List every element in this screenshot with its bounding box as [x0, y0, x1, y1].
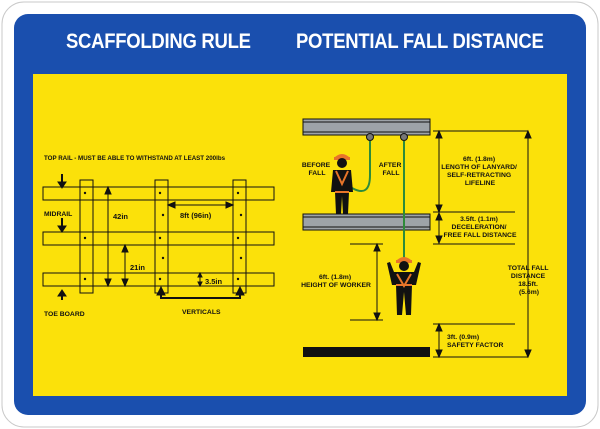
verticals-label: VERTICALS — [182, 309, 221, 316]
scaffolding-diagram — [42, 174, 275, 300]
safety-factor-label: 3ft. (0.9m) SAFETY FACTOR — [447, 334, 503, 349]
scaffolding-rule-title: SCAFFOLDING RULE — [66, 30, 251, 53]
steel-beam-top — [302, 118, 431, 136]
anchor-before — [366, 133, 374, 141]
fall-distance-diagram — [302, 118, 532, 359]
dim-21in-label: 21in — [130, 263, 145, 272]
vertical-post-2 — [154, 179, 169, 294]
steel-beam-platform — [302, 213, 431, 231]
vertical-post-1 — [79, 179, 94, 294]
anchor-after — [400, 133, 408, 141]
worker-height-label: 6ft. (1.8m) HEIGHT OF WORKER — [301, 274, 371, 289]
dim-35in-label: 3.5in — [205, 277, 223, 286]
after-fall-label: AFTER FALL — [379, 162, 404, 177]
before-fall-label: BEFORE FALL — [302, 162, 332, 177]
top-rail-note: TOP RAIL - MUST BE ABLE TO WITHSTAND AT … — [44, 155, 226, 162]
total-fall-label: TOTAL FALL DISTANCE 18.5ft. (5.6m) — [508, 265, 551, 296]
lanyard-before — [351, 141, 371, 192]
deceleration-label: 3.5ft. (1.1m) DECELERATION/ FREE FALL DI… — [443, 216, 516, 239]
worker-after-figure — [387, 257, 421, 315]
dim-8ft-label: 8ft (96in) — [180, 211, 212, 220]
worker-before-figure — [331, 154, 353, 214]
midrail-label: MIDRAIL — [44, 211, 72, 218]
vertical-post-3 — [232, 179, 247, 294]
dim-42in-label: 42in — [113, 212, 128, 221]
ground-bar — [303, 347, 430, 357]
lanyard-length-label: 6ft. (1.8m) LENGTH OF LANYARD/ SELF-RETR… — [441, 156, 519, 187]
potential-fall-distance-title: POTENTIAL FALL DISTANCE — [296, 30, 544, 53]
toe-board-label: TOE BOARD — [44, 311, 85, 318]
